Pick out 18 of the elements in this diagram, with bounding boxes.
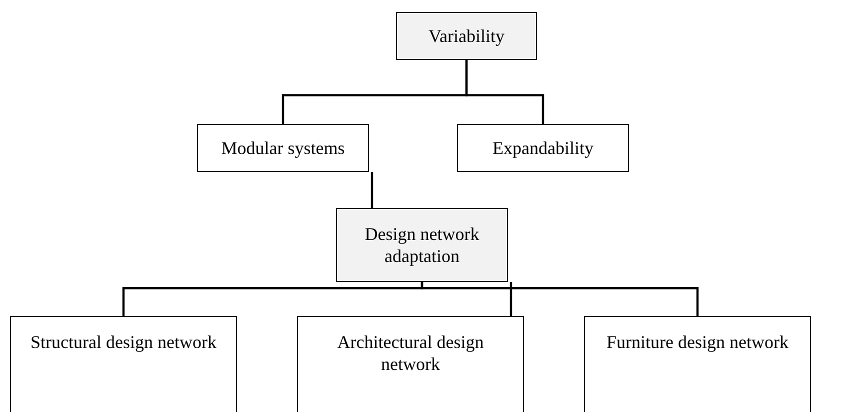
connector-line (510, 282, 512, 316)
connector-line (465, 60, 544, 124)
box-label: Variability (428, 25, 504, 47)
connector-line (420, 282, 699, 316)
box-label: Structural design network (30, 331, 216, 353)
process-box (197, 124, 369, 172)
box-label: Furniture design network (606, 331, 788, 353)
box-label: Design network adaptation (364, 223, 480, 267)
connector-line (370, 172, 374, 208)
box-label: Modular systems (221, 137, 345, 159)
process-box (297, 316, 524, 412)
process-box (336, 208, 508, 282)
process-box (396, 12, 537, 60)
box-label: Expandability (492, 137, 594, 159)
box-label: Architectural design network (336, 331, 485, 375)
process-box (10, 316, 237, 412)
process-box (457, 124, 629, 172)
process-box (584, 316, 811, 412)
